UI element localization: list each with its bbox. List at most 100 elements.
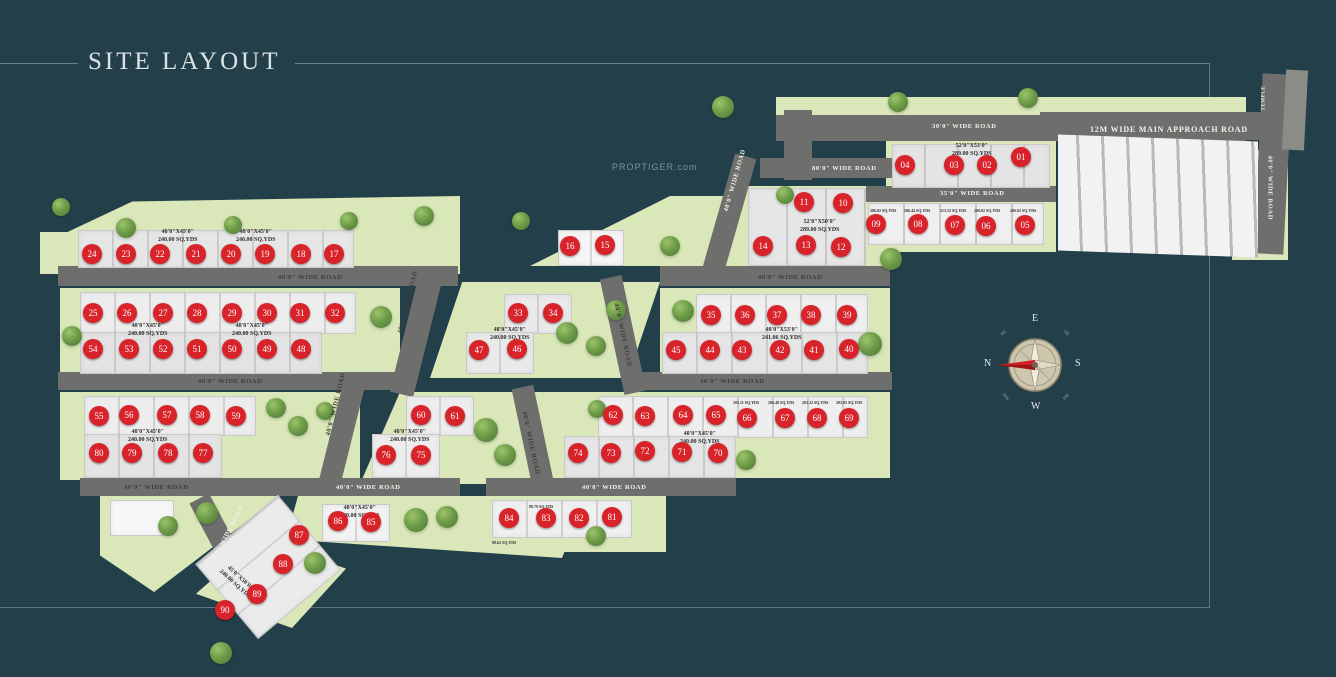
plot-marker-02[interactable]: 02 xyxy=(977,155,997,175)
plot-marker-04[interactable]: 04 xyxy=(895,155,915,175)
dimension-size: 52'0"X50'0" xyxy=(803,219,836,225)
plot-marker-63[interactable]: 63 xyxy=(635,406,655,426)
plot-marker-05[interactable]: 05 xyxy=(1015,215,1035,235)
plot-marker-29[interactable]: 29 xyxy=(222,303,242,323)
plot-marker-11[interactable]: 11 xyxy=(794,192,814,212)
plot-marker-23[interactable]: 23 xyxy=(116,244,136,264)
plot-marker-81[interactable]: 81 xyxy=(602,507,622,527)
plot-marker-61[interactable]: 61 xyxy=(445,406,465,426)
plot-marker-73[interactable]: 73 xyxy=(601,443,621,463)
plot-marker-13[interactable]: 13 xyxy=(796,235,816,255)
plot-marker-16[interactable]: 16 xyxy=(560,236,580,256)
tree-icon xyxy=(436,506,458,528)
plot-marker-18[interactable]: 18 xyxy=(291,244,311,264)
plot-marker-69[interactable]: 69 xyxy=(839,408,859,428)
plot-marker-56[interactable]: 56 xyxy=(119,405,139,425)
tree-icon xyxy=(370,306,392,328)
plot-marker-78[interactable]: 78 xyxy=(158,443,178,463)
plot-marker-65[interactable]: 65 xyxy=(706,405,726,425)
road-label-40-bottom-left: 40'0" WIDE ROAD xyxy=(124,484,189,491)
plot-marker-26[interactable]: 26 xyxy=(117,303,137,323)
plot-marker-09[interactable]: 09 xyxy=(866,214,886,234)
plot-marker-60[interactable]: 60 xyxy=(411,405,431,425)
plot-marker-62[interactable]: 62 xyxy=(603,405,623,425)
compass-rose: E W N S NE SE NW SW xyxy=(984,313,1085,415)
plot-marker-22[interactable]: 22 xyxy=(150,244,170,264)
plot-marker-15[interactable]: 15 xyxy=(595,235,615,255)
plot-marker-42[interactable]: 42 xyxy=(770,340,790,360)
plot-marker-45[interactable]: 45 xyxy=(666,340,686,360)
plot-marker-64[interactable]: 64 xyxy=(673,405,693,425)
plot-marker-55[interactable]: 55 xyxy=(89,406,109,426)
road-35-wide xyxy=(866,186,1056,202)
plot-marker-19[interactable]: 19 xyxy=(255,244,275,264)
plot-marker-08[interactable]: 08 xyxy=(908,214,928,234)
plot-marker-85[interactable]: 85 xyxy=(361,512,381,532)
plot-marker-38[interactable]: 38 xyxy=(801,305,821,325)
plot-marker-10[interactable]: 10 xyxy=(833,193,853,213)
plot-marker-72[interactable]: 72 xyxy=(635,441,655,461)
plot-marker-48[interactable]: 48 xyxy=(291,339,311,359)
plot-marker-33[interactable]: 33 xyxy=(508,303,528,323)
plot-marker-50[interactable]: 50 xyxy=(222,339,242,359)
plot-marker-46[interactable]: 46 xyxy=(507,339,527,359)
plot-marker-75[interactable]: 75 xyxy=(411,445,431,465)
plot-marker-34[interactable]: 34 xyxy=(543,303,563,323)
plot-marker-35[interactable]: 35 xyxy=(701,305,721,325)
plot-marker-17[interactable]: 17 xyxy=(324,244,344,264)
plot-marker-59[interactable]: 59 xyxy=(226,406,246,426)
plot-marker-24[interactable]: 24 xyxy=(82,244,102,264)
plot-marker-90[interactable]: 90 xyxy=(215,600,235,620)
plot-marker-25[interactable]: 25 xyxy=(83,303,103,323)
plot-marker-43[interactable]: 43 xyxy=(732,340,752,360)
plot-marker-89[interactable]: 89 xyxy=(247,584,267,604)
plot-marker-54[interactable]: 54 xyxy=(83,339,103,359)
plot-marker-84[interactable]: 84 xyxy=(499,508,519,528)
plot-marker-49[interactable]: 49 xyxy=(257,339,277,359)
plot-marker-27[interactable]: 27 xyxy=(153,303,173,323)
plot-marker-07[interactable]: 07 xyxy=(945,215,965,235)
plot-marker-67[interactable]: 67 xyxy=(775,408,795,428)
plot-marker-12[interactable]: 12 xyxy=(831,237,851,257)
plot-marker-88[interactable]: 88 xyxy=(273,554,293,574)
plot-marker-76[interactable]: 76 xyxy=(376,445,396,465)
plot-marker-83[interactable]: 83 xyxy=(536,508,556,528)
plot-marker-37[interactable]: 37 xyxy=(767,305,787,325)
plot-marker-86[interactable]: 86 xyxy=(328,511,348,531)
plot-marker-77[interactable]: 77 xyxy=(193,443,213,463)
plot-marker-82[interactable]: 82 xyxy=(569,508,589,528)
plot-area-label: 206.82 SQ.YDS xyxy=(1010,208,1037,213)
plot-marker-58[interactable]: 58 xyxy=(190,405,210,425)
plot-marker-44[interactable]: 44 xyxy=(700,340,720,360)
plot-marker-51[interactable]: 51 xyxy=(187,339,207,359)
plot-marker-21[interactable]: 21 xyxy=(186,244,206,264)
plot-marker-36[interactable]: 36 xyxy=(735,305,755,325)
plot-marker-87[interactable]: 87 xyxy=(289,525,309,545)
plot-marker-40[interactable]: 40 xyxy=(839,339,859,359)
plot-marker-79[interactable]: 79 xyxy=(122,443,142,463)
plot-marker-70[interactable]: 70 xyxy=(708,443,728,463)
tree-icon xyxy=(586,336,606,356)
road-label-40-right-vertical: 40'0" WIDE ROAD xyxy=(1266,155,1274,221)
plot-marker-71[interactable]: 71 xyxy=(672,442,692,462)
dimension-size: 48'0"X45'0" xyxy=(235,323,268,329)
plot-marker-74[interactable]: 74 xyxy=(568,443,588,463)
plot-marker-47[interactable]: 47 xyxy=(469,340,489,360)
plot-marker-68[interactable]: 68 xyxy=(807,408,827,428)
plot-marker-28[interactable]: 28 xyxy=(187,303,207,323)
plot-marker-01[interactable]: 01 xyxy=(1011,147,1031,167)
plot-marker-57[interactable]: 57 xyxy=(157,405,177,425)
plot-marker-32[interactable]: 32 xyxy=(325,303,345,323)
plot-marker-30[interactable]: 30 xyxy=(257,303,277,323)
plot-marker-20[interactable]: 20 xyxy=(221,244,241,264)
plot-marker-03[interactable]: 03 xyxy=(944,155,964,175)
plot-marker-66[interactable]: 66 xyxy=(737,408,757,428)
plot-marker-14[interactable]: 14 xyxy=(753,236,773,256)
plot-marker-53[interactable]: 53 xyxy=(119,339,139,359)
plot-marker-41[interactable]: 41 xyxy=(804,340,824,360)
plot-marker-39[interactable]: 39 xyxy=(837,305,857,325)
plot-marker-52[interactable]: 52 xyxy=(153,339,173,359)
plot-marker-06[interactable]: 06 xyxy=(976,216,996,236)
plot-marker-80[interactable]: 80 xyxy=(89,443,109,463)
plot-marker-31[interactable]: 31 xyxy=(290,303,310,323)
